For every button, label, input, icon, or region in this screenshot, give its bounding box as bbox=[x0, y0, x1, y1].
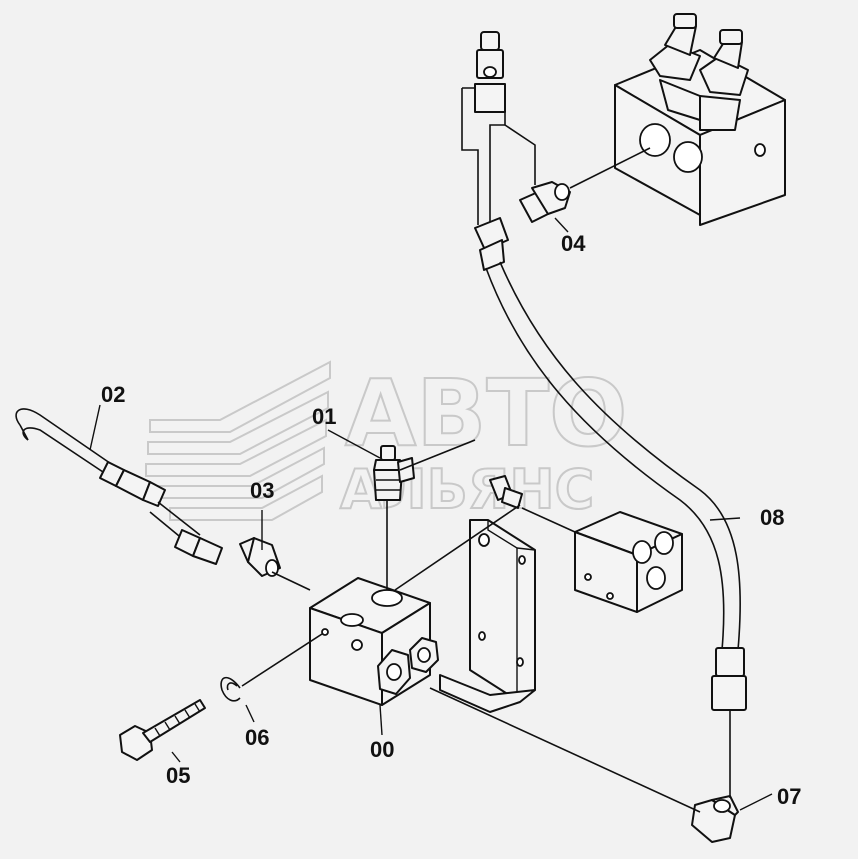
part-01-tee-fitting bbox=[373, 445, 415, 501]
top-pipe-assembly bbox=[461, 31, 536, 225]
watermark-logo-icon bbox=[143, 360, 331, 521]
label-06: 06 bbox=[245, 725, 269, 750]
label-04: 04 bbox=[561, 231, 586, 256]
label-00: 00 bbox=[370, 737, 394, 762]
elbow-fitting bbox=[489, 475, 523, 509]
part-07-elbow bbox=[691, 795, 739, 843]
label-05: 05 bbox=[166, 763, 190, 788]
part-02-hose bbox=[15, 408, 223, 565]
pilot-valve-block bbox=[574, 511, 683, 613]
part-06-washer bbox=[220, 676, 241, 702]
part-03-adapter bbox=[239, 537, 281, 577]
label-07: 07 bbox=[777, 784, 801, 809]
label-03: 03 bbox=[250, 478, 274, 503]
mounting-bracket bbox=[439, 519, 536, 713]
part-05-bolt bbox=[119, 699, 206, 761]
connection-lines bbox=[89, 147, 773, 813]
control-valve-assembly bbox=[614, 13, 786, 226]
part-08-hose bbox=[474, 217, 747, 711]
part-labels: 02 01 03 04 08 06 00 05 07 bbox=[101, 231, 801, 809]
part-04-elbow bbox=[519, 181, 571, 223]
label-02: 02 bbox=[101, 382, 125, 407]
label-01: 01 bbox=[312, 404, 336, 429]
part-00-valve-block bbox=[309, 577, 439, 706]
label-08: 08 bbox=[760, 505, 784, 530]
